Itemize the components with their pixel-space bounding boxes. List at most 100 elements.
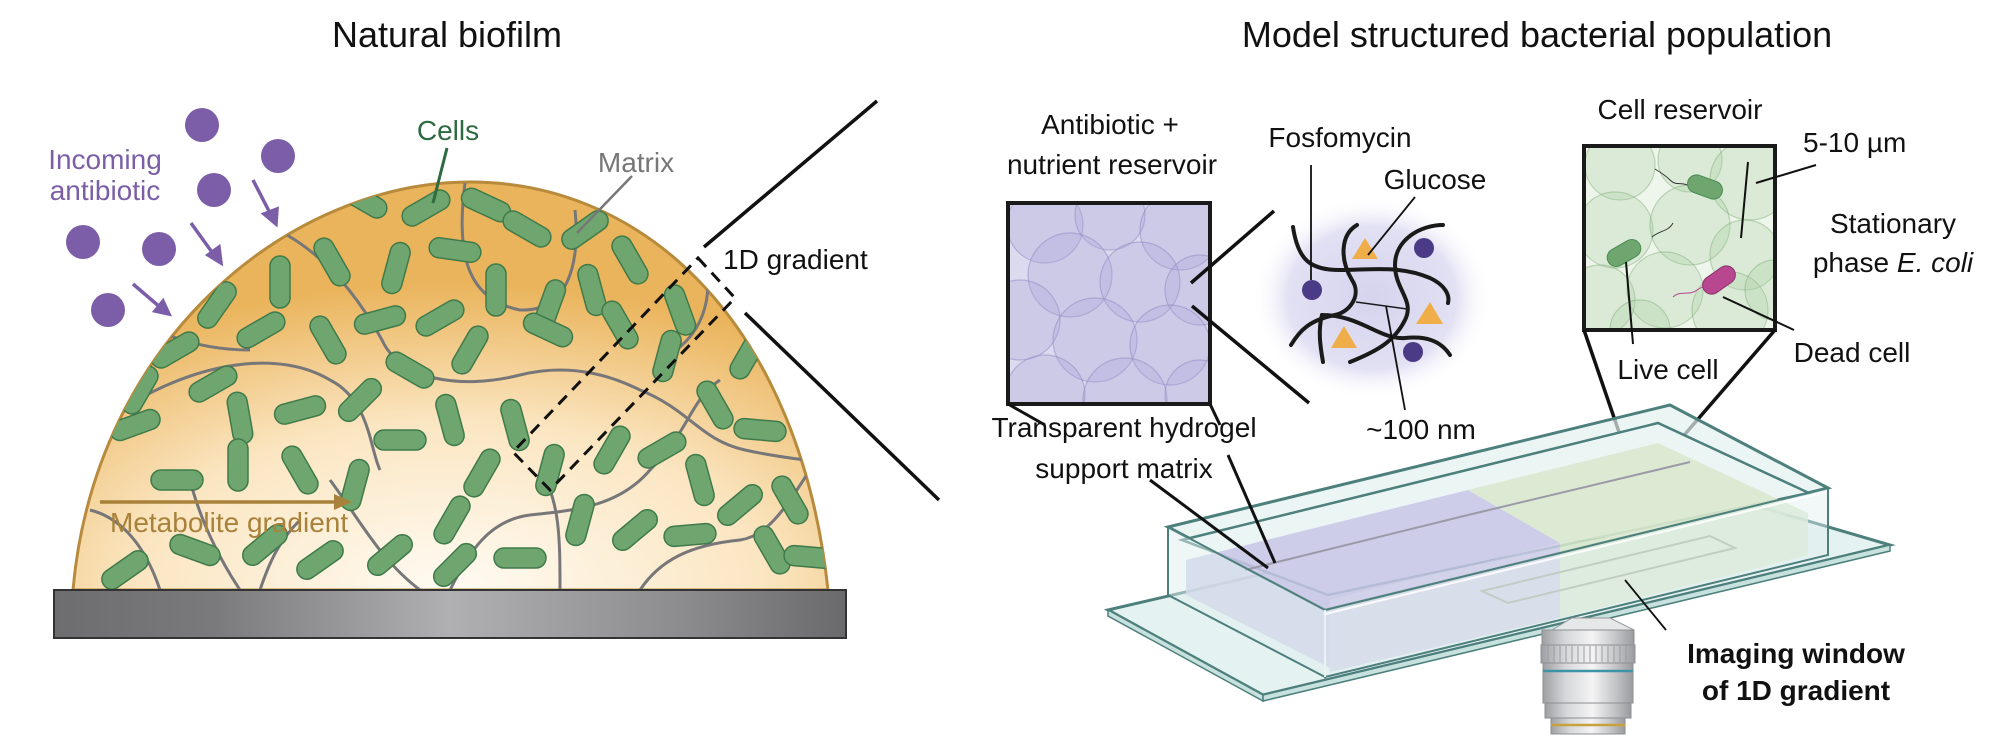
- cell: [296, 540, 344, 580]
- stationary-phase-label-line1: Stationary: [1830, 208, 1956, 239]
- antibiotic-reservoir-inset: [1006, 201, 1212, 406]
- polymer-network: [1289, 223, 1452, 364]
- stationary-phase-label-line2: phase E. coli: [1813, 247, 1974, 278]
- cell: [485, 263, 507, 317]
- cell: [381, 241, 411, 295]
- bead-diameter-indicator: [1740, 161, 1749, 239]
- cell-reservoir-inset: [1582, 144, 1777, 332]
- pore-size-leader-line: [1385, 305, 1406, 411]
- arrow-icon: [131, 282, 173, 317]
- cell: [577, 263, 607, 317]
- hydrogel-beads: [1008, 203, 1210, 404]
- dead-cell: [1672, 265, 1736, 298]
- cell: [502, 210, 552, 248]
- cell: [269, 255, 291, 309]
- substrate-surface: [53, 589, 847, 639]
- cell: [385, 351, 435, 389]
- hydrogel-label-line2: support matrix: [1035, 453, 1212, 484]
- metabolite-gradient-label: Metabolite gradient: [110, 507, 348, 538]
- cell: [309, 315, 347, 365]
- cell: [236, 311, 286, 349]
- cell: [366, 533, 414, 577]
- species-name: E. coli: [1897, 247, 1974, 278]
- biofilm-contents: [89, 182, 828, 590]
- antibiotic-arrows: [131, 179, 279, 317]
- cell: [500, 398, 530, 452]
- glucose-molecule: [1352, 238, 1378, 259]
- cell: [611, 508, 659, 552]
- live-cell-top: [1654, 168, 1723, 200]
- cells-leader-line: [431, 147, 449, 204]
- dead-cell-label: Dead cell: [1794, 337, 1911, 368]
- cell-reservoir-label: Cell reservoir: [1598, 94, 1763, 125]
- cell: [565, 493, 595, 547]
- antibiotic-dot: [91, 293, 125, 327]
- pore-size-label: ~100 nm: [1366, 414, 1476, 445]
- hydrogel-device-leader: [1226, 454, 1277, 564]
- cell: [593, 425, 631, 475]
- cell: [753, 525, 791, 575]
- microscope-objective-icon: [1540, 617, 1636, 735]
- gradient-1d-label: 1D gradient: [723, 244, 868, 275]
- cell: [652, 329, 682, 383]
- pore-size-indicator: [1355, 301, 1408, 310]
- live-cell-leader-line: [1625, 261, 1634, 345]
- bead-size-leader-line: [1755, 164, 1817, 184]
- bead-size-label: 5-10 µm: [1803, 127, 1906, 158]
- antibiotic-dot: [185, 108, 219, 142]
- matrix-label: Matrix: [598, 147, 674, 178]
- arrow-icon: [251, 179, 279, 228]
- cell: [241, 523, 289, 567]
- imaging-window-label-line1: Imaging window: [1687, 638, 1905, 669]
- antibiotic-molecules: [66, 108, 295, 327]
- cell: [601, 300, 639, 350]
- incoming-antibiotic-label-line1: Incoming: [48, 144, 162, 175]
- fosfomycin-molecule: [1302, 280, 1322, 300]
- cell: [415, 299, 465, 337]
- imaging-window: [1478, 534, 1738, 605]
- zoom-line-lower: [743, 311, 941, 502]
- cell: [401, 189, 451, 227]
- cell: [451, 325, 489, 375]
- cell: [428, 237, 482, 263]
- inset-zoom-line: [1189, 209, 1276, 285]
- cell: [435, 393, 465, 447]
- cell: [227, 438, 249, 492]
- live-cell-left: [1606, 222, 1674, 267]
- cell: [337, 377, 383, 423]
- cell: [493, 547, 547, 569]
- cell: [169, 533, 221, 567]
- fosfomycin-label: Fosfomycin: [1268, 122, 1411, 153]
- inset-zoom-line: [1190, 304, 1311, 405]
- cell: [771, 475, 809, 525]
- cell: [197, 281, 237, 329]
- glucose-molecule: [1331, 326, 1357, 348]
- live-cell-label: Live cell: [1617, 354, 1718, 385]
- arrow-head-icon: [334, 494, 352, 510]
- stationary-phase-text: phase: [1813, 247, 1897, 278]
- cell: [637, 431, 687, 469]
- fosfomycin-molecule: [1403, 342, 1423, 362]
- cell: [101, 550, 149, 590]
- glucose-molecule: [1416, 302, 1443, 324]
- network-glow: [1252, 196, 1492, 400]
- glucose-leader-line: [1367, 196, 1416, 256]
- cell: [433, 495, 471, 545]
- metabolite-gradient-arrow: [100, 494, 352, 510]
- imaging-window-leader: [1624, 579, 1667, 631]
- imaging-window-label-line2: of 1D gradient: [1702, 675, 1890, 706]
- cells-label: Cells: [417, 115, 479, 146]
- glucose-label: Glucose: [1384, 164, 1487, 195]
- hydrogel-leader-line: [1007, 402, 1046, 427]
- hydrogel-device-leader: [1149, 478, 1269, 570]
- hydrogel-label-line1: Transparent hydrogel: [991, 412, 1256, 443]
- left-panel-title: Natural biofilm: [332, 14, 562, 55]
- cell: [696, 380, 734, 430]
- antibiotic-dot: [66, 225, 100, 259]
- cell: [663, 522, 717, 548]
- reservoir-label-line1: Antibiotic +: [1041, 109, 1179, 140]
- reservoir-label-line2: nutrient reservoir: [1007, 149, 1217, 180]
- dead-cell-leader-line: [1722, 296, 1795, 331]
- hydrogel-leader-line: [1208, 403, 1222, 426]
